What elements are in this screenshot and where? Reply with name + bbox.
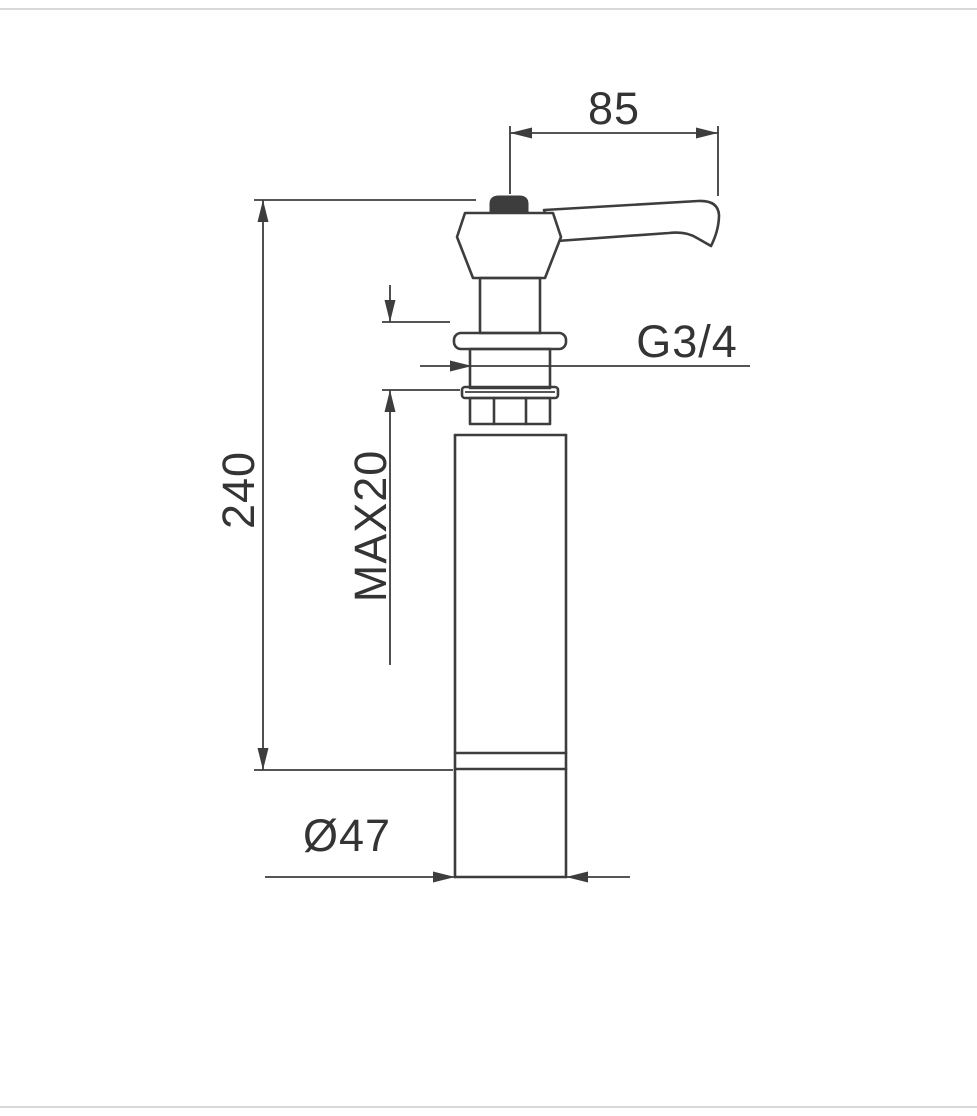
pump-neck <box>478 276 542 335</box>
dim-max-deck-thickness: MAX20 <box>345 285 460 665</box>
arrowhead-top <box>384 300 396 322</box>
dim-overall-height: 240 <box>213 199 476 771</box>
locking-nut <box>468 396 552 426</box>
lever-arm <box>542 199 721 248</box>
dim-label-overall-height: 240 <box>213 451 264 529</box>
bottle-body <box>453 433 568 879</box>
thread-shank <box>468 347 552 390</box>
arrowhead-top <box>257 200 269 222</box>
mounting-flange <box>452 331 568 351</box>
arrowhead-left <box>510 127 532 139</box>
callout-thread-size: G3/4 <box>420 316 750 372</box>
arrowhead-right <box>696 127 718 139</box>
arrowhead-bottom <box>384 390 396 412</box>
pump-head <box>455 211 563 280</box>
arrowhead-right <box>566 871 588 883</box>
dim-spout-reach: 85 <box>509 83 719 196</box>
dim-label-max-deck-thickness: MAX20 <box>345 450 396 603</box>
arrowhead-thread <box>450 360 472 372</box>
dim-label-spout-reach: 85 <box>588 83 640 134</box>
pump-cap <box>489 195 529 214</box>
arrowhead-left <box>433 871 455 883</box>
dim-bottle-diameter: Ø47 <box>265 810 630 883</box>
arrowhead-bottom <box>257 748 269 770</box>
dim-label-bottle-diameter: Ø47 <box>303 810 391 861</box>
dispenser-outline <box>452 195 721 879</box>
dim-label-thread-size: G3/4 <box>636 316 738 367</box>
